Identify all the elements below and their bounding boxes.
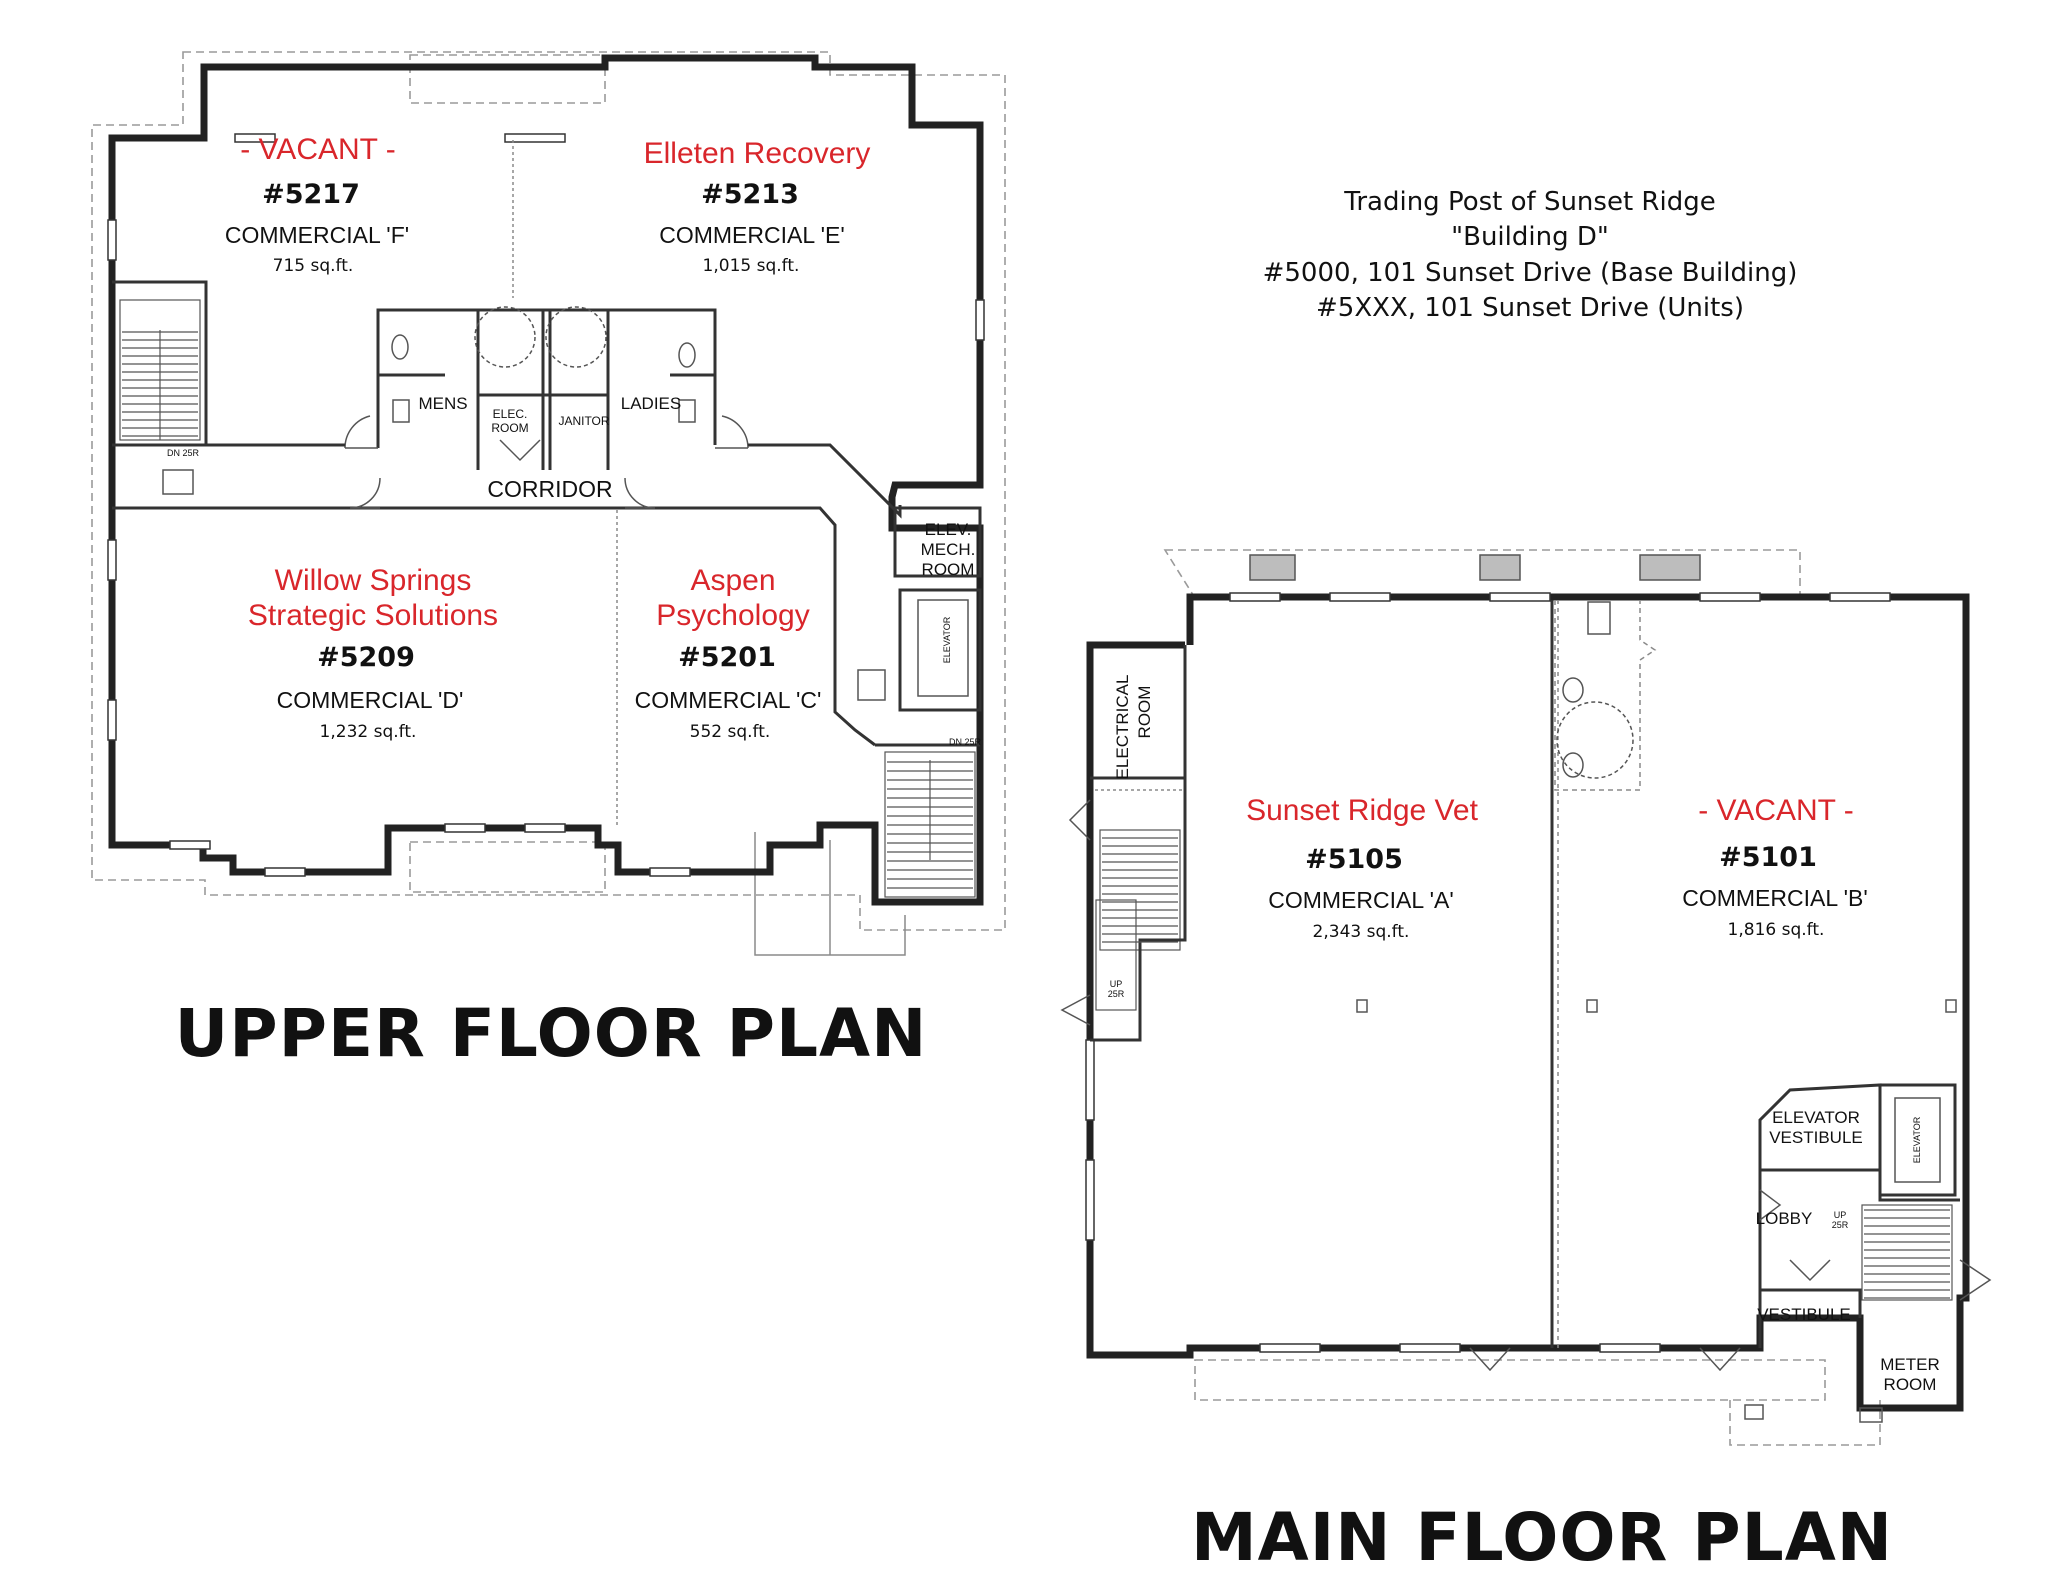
unit-5209-tenant-line1: Willow Springs: [275, 564, 472, 597]
main-elevator-label: ELEVATOR: [1912, 1116, 1922, 1163]
unit-5209-area: 1,232 sq.ft.: [320, 722, 417, 742]
unit-5101-type: COMMERCIAL 'B': [1682, 885, 1868, 911]
electrical-room-label-line2: ROOM: [1135, 686, 1154, 739]
elevator-vestibule-label-line2: VESTIBULE: [1769, 1128, 1863, 1147]
unit-5217-tenant: - VACANT -: [240, 133, 396, 166]
upper-floor-plan: - VACANT - #5217 COMMERCIAL 'F' 715 sq.f…: [91, 51, 1006, 1072]
elevator-vestibule-label-line1: ELEVATOR: [1772, 1108, 1860, 1127]
unit-5213-tenant: Elleten Recovery: [644, 137, 871, 170]
main-floor-plan-title: MAIN FLOOR PLAN: [1191, 1499, 1893, 1576]
upper-floor-plan-title: UPPER FLOOR PLAN: [175, 995, 928, 1072]
upper-left-stair-label: DN 25R: [167, 448, 200, 458]
elev-mech-room-label-line1: ELEV.: [925, 520, 972, 539]
header-line-2: "Building D": [1451, 222, 1609, 252]
building-header: Trading Post of Sunset Ridge "Building D…: [1263, 187, 1798, 323]
unit-5105-type: COMMERCIAL 'A': [1268, 887, 1454, 913]
unit-5217-type: COMMERCIAL 'F': [225, 222, 409, 248]
unit-5209-tenant-line2: Strategic Solutions: [248, 599, 498, 632]
elev-mech-room-label-line3: ROOM: [922, 560, 975, 579]
upper-windows: [107, 133, 985, 877]
meter-room-label-line1: METER: [1880, 1355, 1940, 1374]
main-exterior-wall: [1086, 593, 1970, 1412]
unit-5213-type: COMMERCIAL 'E': [659, 222, 845, 248]
janitor-room-label: JANITOR: [558, 414, 609, 428]
unit-5105-area: 2,343 sq.ft.: [1313, 922, 1410, 942]
upper-left-stair: [112, 280, 208, 495]
electrical-room-label-line1: ELECTRICAL: [1113, 675, 1132, 780]
upper-elevator-label: ELEVATOR: [942, 616, 952, 663]
elec-room-label-line1: ELEC.: [493, 407, 528, 421]
lobby-stair-up-label-line2: 25R: [1832, 1220, 1849, 1230]
upper-right-stair-label: DN 25R: [949, 737, 982, 747]
vestibule-label: VESTIBULE: [1757, 1305, 1851, 1324]
main-stair-up-label-line2: 25R: [1108, 989, 1125, 999]
header-line-3: #5000, 101 Sunset Drive (Base Building): [1263, 258, 1798, 288]
unit-5101-area: 1,816 sq.ft.: [1728, 920, 1825, 940]
header-line-4: #5XXX, 101 Sunset Drive (Units): [1316, 293, 1744, 323]
upper-corridor: [112, 439, 902, 747]
ladies-room-label: LADIES: [621, 394, 681, 413]
header-line-1: Trading Post of Sunset Ridge: [1343, 187, 1715, 217]
lobby-stair-up-label-line1: UP: [1834, 1210, 1847, 1220]
restroom-block: [344, 306, 749, 470]
unit-5101-number: #5101: [1719, 842, 1817, 873]
unit-5209-number: #5209: [317, 642, 415, 673]
unit-5217-number: #5217: [262, 179, 360, 210]
unit-5105-tenant: Sunset Ridge Vet: [1246, 794, 1478, 827]
unit-5105-number: #5105: [1305, 844, 1403, 875]
elev-mech-room-label-line2: MECH.: [921, 540, 976, 559]
unit-5213-number: #5213: [701, 179, 799, 210]
unit-5217-area: 715 sq.ft.: [273, 256, 354, 276]
corridor-label: CORRIDOR: [487, 476, 612, 502]
unit-b-fixtures: [1356, 600, 1957, 1013]
main-stair-up-label-line1: UP: [1110, 979, 1123, 989]
main-core-block: [1469, 1083, 1992, 1423]
upper-elevator-block: [857, 506, 982, 712]
mens-room-label: MENS: [418, 394, 467, 413]
meter-room-label-line2: ROOM: [1884, 1375, 1937, 1394]
unit-5201-area: 552 sq.ft.: [690, 722, 771, 742]
electrical-room: [1090, 776, 1185, 791]
unit-5101-tenant: - VACANT -: [1698, 794, 1854, 827]
upper-exterior-wall: [108, 54, 984, 906]
unit-5209-type: COMMERCIAL 'D': [277, 687, 464, 713]
upper-right-stair: [875, 743, 980, 898]
main-left-stair: [1060, 645, 1187, 1042]
unit-5201-tenant-line2: Psychology: [656, 599, 809, 632]
lobby-label: LOBBY: [1756, 1209, 1813, 1228]
elec-room-label-line2: ROOM: [491, 421, 528, 435]
unit-5201-number: #5201: [678, 642, 776, 673]
unit-5201-type: COMMERCIAL 'C': [635, 687, 822, 713]
unit-5213-area: 1,015 sq.ft.: [703, 256, 800, 276]
main-floor-plan: Sunset Ridge Vet #5105 COMMERCIAL 'A' 2,…: [1060, 549, 1992, 1576]
main-windows: [1085, 592, 1891, 1353]
unit-5201-tenant-line1: Aspen: [690, 564, 775, 597]
